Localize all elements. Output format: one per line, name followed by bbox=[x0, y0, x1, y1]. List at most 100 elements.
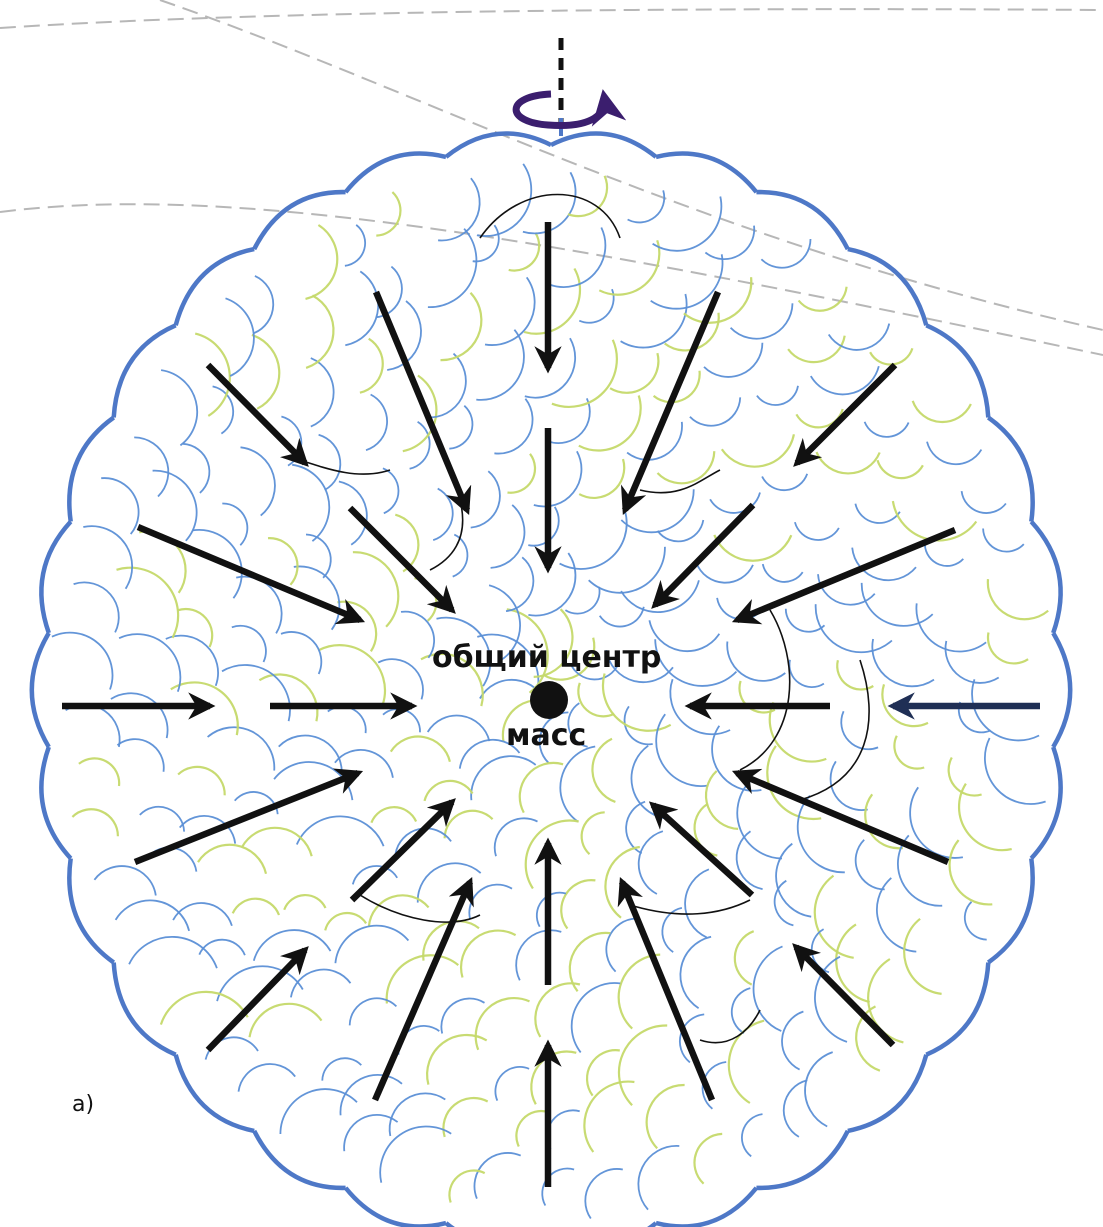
cloud-inner-arc-green bbox=[947, 756, 982, 797]
cloud-inner-arc-blue bbox=[73, 581, 120, 633]
cloud-inner-arc-blue bbox=[198, 938, 246, 956]
cloud-inner-arc-green bbox=[876, 459, 924, 480]
cloud-inner-arc-green bbox=[577, 682, 615, 718]
cloud-inner-arc-green bbox=[367, 894, 430, 927]
cloud-inner-arc-blue bbox=[756, 385, 799, 406]
inward-arrow bbox=[133, 768, 364, 866]
cloud-inner-arc-blue bbox=[909, 786, 964, 859]
cloud-inner-arc-blue bbox=[436, 616, 492, 687]
cloud-scallop bbox=[444, 1221, 456, 1227]
cloud-inner-arc-blue bbox=[984, 737, 1046, 805]
cloud-inner-arc-blue bbox=[83, 525, 133, 590]
cloud-inner-arc-blue bbox=[172, 902, 233, 927]
cloud-inner-arc-blue bbox=[515, 929, 562, 981]
cloud-inner-arc-green bbox=[585, 1049, 620, 1097]
cloud-inner-arc-blue bbox=[684, 868, 710, 939]
cloud-inner-arc-blue bbox=[339, 1074, 403, 1116]
cloud-inner-arc-blue bbox=[484, 276, 536, 346]
cloud-inner-arc-blue bbox=[584, 1168, 623, 1220]
cloud-inner-arc-blue bbox=[620, 580, 700, 613]
cloud-inner-arc-blue bbox=[656, 519, 705, 543]
cloud-inner-arc-blue bbox=[382, 467, 400, 515]
cloud-inner-arc-blue bbox=[490, 504, 526, 569]
panel-label: а) bbox=[72, 1092, 95, 1117]
cloud-inner-arc-green bbox=[568, 931, 611, 992]
cloud-inner-arc-blue bbox=[726, 641, 786, 682]
cloud-inner-arc-blue bbox=[225, 297, 255, 377]
cloud-inner-arc-blue bbox=[944, 640, 1000, 684]
inward-arrow bbox=[136, 524, 366, 625]
cloud-inner-arc-blue bbox=[252, 275, 275, 335]
cloud-inner-arc-blue bbox=[817, 574, 876, 606]
cloud-inner-arc-green bbox=[448, 1169, 486, 1203]
cloud-inner-arc-blue bbox=[851, 547, 917, 582]
cloud-scallop bbox=[39, 520, 73, 634]
cloud-inner-arc-green bbox=[324, 911, 368, 931]
cloud-inner-arc-blue bbox=[458, 738, 521, 769]
cloud-inner-arc-green bbox=[986, 632, 1029, 665]
cloud-inner-arc-green bbox=[903, 917, 942, 995]
cloud-inner-arc-blue bbox=[781, 1010, 804, 1071]
cloud-inner-arc-green bbox=[560, 879, 596, 930]
cloud-inner-arc-blue bbox=[348, 997, 398, 1026]
cloud-inner-arc-green bbox=[855, 1005, 881, 1072]
inward-arrow bbox=[373, 290, 472, 516]
cloud-inner-arc-blue bbox=[438, 177, 481, 242]
cloud-inner-arc-green bbox=[506, 608, 549, 694]
inward-arrow bbox=[347, 505, 456, 614]
cloud-scallop bbox=[111, 962, 177, 1057]
cloud-inner-arc-blue bbox=[128, 936, 218, 969]
cloud-inner-arc-blue bbox=[963, 901, 987, 941]
cloud-inner-arc-blue bbox=[655, 713, 708, 787]
cloud-inner-texture bbox=[51, 163, 1049, 1220]
cloud-inner-arc-blue bbox=[440, 997, 485, 1034]
cloud-inner-arc-blue bbox=[661, 907, 683, 953]
cloud-inner-arc-blue bbox=[567, 702, 588, 748]
inward-arrow bbox=[792, 943, 896, 1048]
cloud-inner-arc-blue bbox=[623, 705, 653, 746]
cloud-inner-arc-blue bbox=[382, 708, 421, 733]
cloud-inner-arc-blue bbox=[343, 1113, 399, 1152]
cloud-scallop bbox=[67, 415, 116, 522]
cloud-inner-arc-blue bbox=[160, 369, 199, 447]
cloud-inner-arc-blue bbox=[782, 1079, 808, 1138]
cloud-inner-arc-blue bbox=[318, 433, 342, 491]
cloud-inner-arc-green bbox=[177, 607, 214, 648]
cloud-inner-arc-blue bbox=[654, 639, 738, 687]
cloud-inner-arc-green bbox=[426, 1033, 488, 1085]
cloud-inner-arc-blue bbox=[134, 436, 170, 498]
cloud-inner-arc-blue bbox=[788, 659, 825, 688]
cloud-inner-arc-blue bbox=[494, 398, 534, 455]
cloud-inner-arc-green bbox=[370, 806, 418, 824]
cloud-inner-arc-green bbox=[656, 451, 716, 485]
cloud-inner-arc-blue bbox=[305, 533, 332, 579]
cloud-inner-arc-blue bbox=[650, 254, 724, 310]
cloud-inner-arc-blue bbox=[652, 196, 723, 252]
cloud-inner-arc-blue bbox=[695, 562, 754, 584]
cloud-inner-arc-blue bbox=[473, 1152, 522, 1199]
cloud-inner-arc-blue bbox=[452, 533, 469, 578]
cloud-inner-arc-green bbox=[352, 551, 400, 628]
cloud-inner-arc-blue bbox=[292, 463, 331, 542]
cloud-inner-arc-blue bbox=[377, 658, 424, 700]
cloud-inner-arc-green bbox=[78, 757, 121, 787]
cloud-scallop bbox=[252, 189, 346, 251]
cloud-inner-arc-green bbox=[583, 1080, 635, 1153]
cloud-scallop bbox=[925, 323, 991, 418]
cloud-inner-arc-green bbox=[727, 1019, 765, 1104]
cloud-inner-arc-blue bbox=[960, 490, 1007, 514]
cloud-scallop bbox=[756, 1129, 850, 1191]
cloud-inner-arc-blue bbox=[547, 398, 591, 444]
cloud-scallop bbox=[646, 1221, 658, 1227]
inward-arrow bbox=[651, 502, 756, 609]
cloud-inner-arc-blue bbox=[871, 638, 935, 688]
cloud-inner-arc-blue bbox=[528, 506, 560, 547]
cloud-inner-arc-blue bbox=[648, 620, 721, 652]
cloud-inner-arc-blue bbox=[626, 421, 683, 461]
cloud-inner-arc-blue bbox=[829, 760, 868, 811]
cloud-inner-arc-blue bbox=[840, 710, 879, 751]
cloud-inner-arc-blue bbox=[752, 945, 783, 1032]
cloud-inner-arc-blue bbox=[178, 814, 237, 844]
cloud-inner-arc-blue bbox=[760, 238, 812, 269]
